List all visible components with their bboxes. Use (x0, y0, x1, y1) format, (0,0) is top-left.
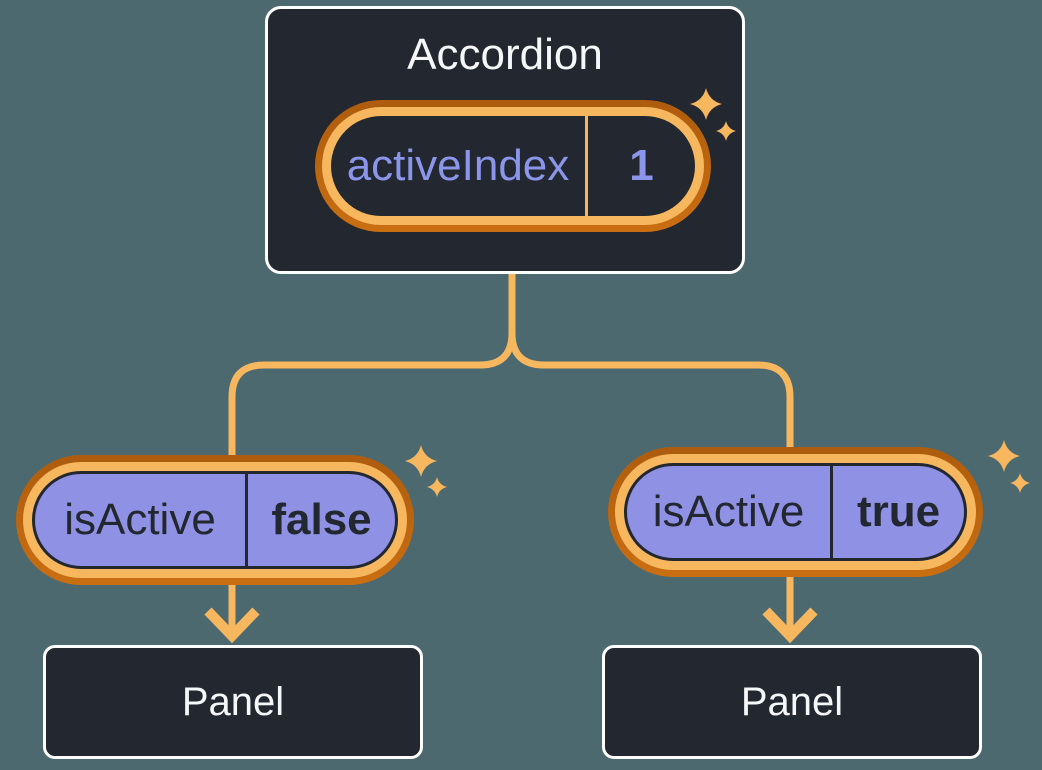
prop-pill-right: isActive true (608, 447, 983, 577)
prop-pill-right-ring: isActive true (615, 454, 976, 570)
prop-pill-left-label: isActive (64, 495, 216, 544)
prop-pill-right-value: true (856, 487, 941, 536)
state-pill-value: 1 (629, 141, 654, 190)
arrow-down-icon-right (762, 607, 818, 644)
state-pill-ring: activeIndex 1 (322, 107, 704, 225)
panel-node-right: Panel (602, 645, 982, 759)
pill-divider (830, 466, 833, 558)
branch-line-right (508, 271, 794, 631)
panel-right-title: Panel (740, 679, 844, 724)
arrow-down-icon-left (204, 607, 260, 644)
accordion-node: Accordion activeIndex 1 (265, 6, 745, 274)
sparkle-icon (690, 88, 736, 141)
pill-divider (245, 474, 248, 566)
prop-pill-left-ring: isActive false (23, 462, 407, 578)
state-pill-label: activeIndex (346, 141, 570, 190)
accordion-title: Accordion (407, 30, 603, 79)
sparkle-icon (405, 445, 447, 497)
prop-pill-left-value: false (271, 495, 372, 544)
sparkle-icon (988, 440, 1030, 493)
prop-pill-left: isActive false (16, 455, 414, 585)
state-pill: activeIndex 1 (315, 100, 711, 232)
prop-pill-right-label: isActive (652, 487, 805, 536)
panel-left-title: Panel (181, 679, 285, 724)
panel-node-left: Panel (43, 645, 423, 759)
pill-divider (585, 116, 588, 216)
